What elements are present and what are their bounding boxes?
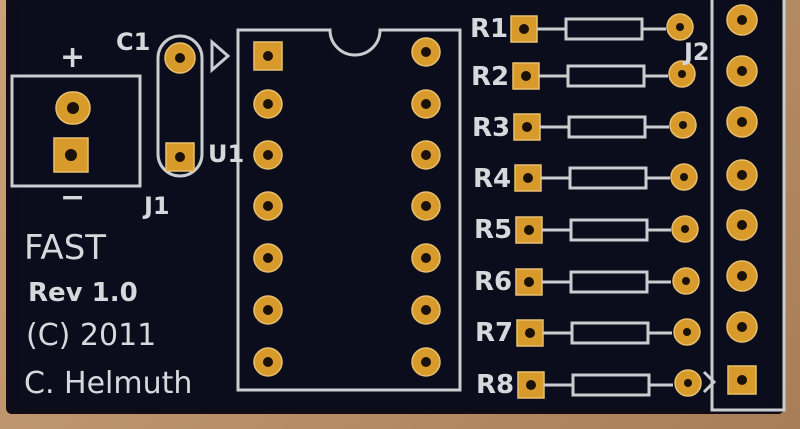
- u1-label: U1: [208, 140, 245, 168]
- j2-pin1-marker: [702, 370, 717, 394]
- board-title: FAST: [24, 228, 107, 268]
- resistor-label-r5: R5: [474, 215, 513, 245]
- c1-label: C1: [116, 28, 151, 56]
- pin1-marker: [210, 38, 231, 74]
- j2-label: J2: [684, 38, 710, 66]
- c1-outline: [156, 34, 204, 178]
- minus-label: −: [60, 180, 86, 215]
- j2-outline: [710, 0, 786, 412]
- resistor-label-r7: R7: [475, 318, 514, 348]
- j1-label: J1: [144, 192, 170, 220]
- board-author: C. Helmuth: [24, 366, 193, 401]
- resistor-footprints: [510, 13, 702, 399]
- j1-outline: [10, 74, 142, 188]
- resistor-label-r2: R2: [471, 62, 510, 92]
- resistor-label-r4: R4: [473, 164, 512, 194]
- pcb-board: [6, 0, 784, 414]
- board-copyright: (C) 2011: [26, 318, 157, 353]
- resistor-label-r3: R3: [472, 113, 511, 143]
- resistor-label-r1: R1: [470, 14, 509, 44]
- resistor-label-r6: R6: [474, 267, 513, 297]
- u1-outline: [236, 28, 462, 392]
- u1-right-pins: [411, 37, 441, 377]
- plus-label: +: [60, 40, 86, 75]
- board-revision: Rev 1.0: [28, 278, 138, 308]
- j2-pins: [726, 4, 758, 395]
- resistor-label-r8: R8: [476, 370, 515, 400]
- u1-left-pins: [253, 89, 283, 377]
